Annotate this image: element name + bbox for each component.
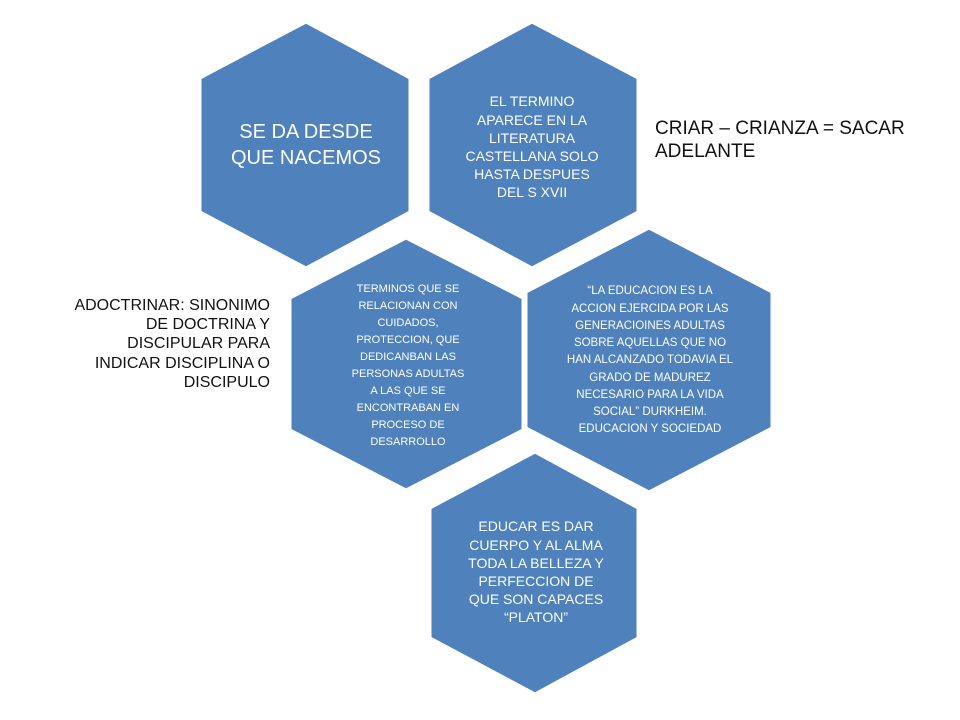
- hexagon-mid-left-text: TERMINOS QUE SE RELACIONAN CON CUIDADOS,…: [351, 282, 465, 449]
- hexagon-bottom-text: EDUCAR ES DAR CUERPO Y AL ALMA TODA LA B…: [468, 518, 604, 626]
- hexagon-bottom: [428, 450, 640, 696]
- hexagon-top-right: [426, 20, 640, 270]
- hexagon-top-right-text: EL TERMINO APARECE EN LA LITERATURA CAST…: [465, 93, 599, 201]
- hexagon-mid-left: [288, 236, 525, 492]
- criar-note: CRIAR – CRIANZA = SACAR ADELANTE: [655, 118, 905, 162]
- hexagon-top-left: [198, 20, 412, 270]
- hexagon-mid-right: [524, 226, 774, 494]
- hexagon-mid-right-text: “LA EDUCACION ES LA ACCION EJERCIDA POR …: [566, 285, 734, 436]
- hexagon-top-left-text: SE DA DESDE QUE NACEMOS: [230, 121, 382, 169]
- adoctrinar-note: ADOCTRINAR: SINONIMO DE DOCTRINA Y DISCI…: [74, 297, 270, 391]
